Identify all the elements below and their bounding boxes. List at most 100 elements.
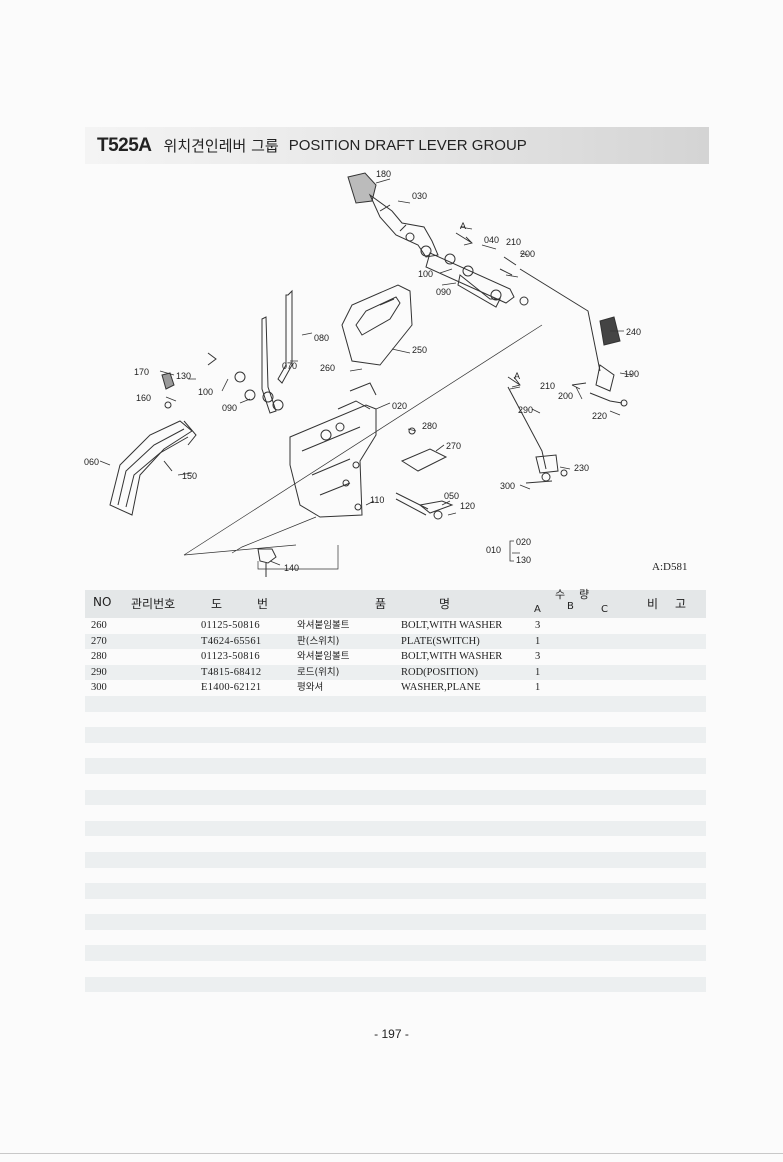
row-part-number: 01123-50816 <box>201 651 260 663</box>
header-qty-a: A <box>534 604 541 615</box>
header-mgmt-no: 관리번호 <box>131 597 176 611</box>
table-row: 300 E1400-62121 평와셔 WASHER,PLANE 1 <box>85 680 706 696</box>
callout-040: 040 <box>484 235 500 245</box>
callout-280: 280 <box>422 421 438 431</box>
callout-140: 140 <box>284 563 300 573</box>
callout-120: 120 <box>460 501 476 511</box>
parts-table-header: NO 관리번호 도 번 품 명 수 량 A B C 비 고 <box>85 588 706 618</box>
table-row: 270 T4624-65561 판(스위치) PLATE(SWITCH) 1 <box>85 633 706 650</box>
header-go: 고 <box>675 597 687 611</box>
callout-150: 150 <box>182 471 198 481</box>
callout-100-top: 100 <box>418 269 434 279</box>
callout-130-sub: 130 <box>516 555 532 565</box>
table-row-empty <box>85 805 706 821</box>
callout-200-mid: 200 <box>558 391 574 401</box>
row-no: 290 <box>91 666 107 678</box>
group-title-english: POSITION DRAFT LEVER GROUP <box>288 137 527 154</box>
section-header: T525A 위치견인레버 그룹 POSITION DRAFT LEVER GRO… <box>85 127 709 164</box>
callout-250: 250 <box>412 345 428 355</box>
table-row-empty <box>85 961 706 977</box>
callout-240: 240 <box>626 327 642 337</box>
table-row-empty <box>85 930 706 946</box>
callout-290: 290 <box>518 405 534 415</box>
callout-190: 190 <box>624 369 640 379</box>
row-name-korean: 평와셔 <box>297 682 324 694</box>
table-row-empty <box>85 758 706 774</box>
table-row: 260 01125-50816 와셔붙임볼트 BOLT,WITH WASHER … <box>85 618 706 634</box>
callout-180: 180 <box>376 169 392 179</box>
row-qty-a: 3 <box>535 620 541 631</box>
row-name-korean: 와셔붙임볼트 <box>297 651 350 663</box>
row-name-english: BOLT,WITH WASHER <box>401 651 503 663</box>
callout-200-top: 200 <box>520 249 536 259</box>
row-part-number: E1400-62121 <box>201 682 262 694</box>
header-do: 도 <box>211 597 223 611</box>
header-beon: 번 <box>257 597 269 611</box>
callout-060: 060 <box>84 457 100 467</box>
parts-table: NO 관리번호 도 번 품 명 수 량 A B C 비 고 260 01125-… <box>85 588 706 1008</box>
callout-260: 260 <box>320 363 336 373</box>
callout-110: 110 <box>370 495 385 505</box>
diagram-reference: A:D581 <box>652 561 688 573</box>
table-row-empty <box>85 914 706 930</box>
callout-100-mid: 100 <box>198 387 214 397</box>
table-row-empty <box>85 743 706 759</box>
callout-020-sub: 020 <box>516 537 532 547</box>
header-pum: 품 <box>375 597 387 611</box>
callout-210-mid: 210 <box>540 381 556 391</box>
header-no: NO <box>93 595 112 609</box>
row-name-english: PLATE(SWITCH) <box>401 635 480 647</box>
table-row-empty <box>85 712 706 728</box>
row-qty-a: 1 <box>535 666 541 678</box>
table-row-empty <box>85 899 706 915</box>
row-part-number: T4624-65561 <box>201 635 262 647</box>
header-myeong: 명 <box>439 597 451 611</box>
bottom-rule <box>0 1153 783 1154</box>
row-name-korean: 로드(위치) <box>297 666 340 678</box>
table-row-empty <box>85 695 706 712</box>
header-ryang: 량 <box>579 588 590 601</box>
header-qty-c: C <box>601 604 608 615</box>
callout-010: 010 <box>486 545 502 555</box>
row-qty-a: 3 <box>535 651 541 663</box>
callout-080: 080 <box>314 333 330 343</box>
callout-160: 160 <box>136 393 152 403</box>
row-part-number: T4815-68412 <box>201 666 262 678</box>
row-name-korean: 판(스위치) <box>297 635 340 647</box>
exploded-parts-diagram: 180 030 A 040 210 200 100 090 240 080 25… <box>80 165 700 585</box>
parts-table-body: 260 01125-50816 와셔붙임볼트 BOLT,WITH WASHER … <box>85 618 706 1008</box>
row-name-english: ROD(POSITION) <box>401 666 478 678</box>
callout-270: 270 <box>446 441 462 451</box>
callout-130-top: 130 <box>176 371 192 381</box>
table-row-empty <box>85 727 706 743</box>
group-code: T525A <box>97 134 152 156</box>
callout-090-mid: 090 <box>222 403 238 413</box>
callout-090-top: 090 <box>436 287 452 297</box>
header-qty-b: B <box>567 601 574 612</box>
callout-a-top: A <box>460 221 467 231</box>
row-qty-a: 1 <box>535 682 541 694</box>
callout-070: 070 <box>282 361 298 371</box>
table-row-empty <box>85 851 706 868</box>
callout-230: 230 <box>574 463 590 473</box>
row-name-korean: 와셔붙임볼트 <box>297 620 350 631</box>
row-no: 260 <box>91 620 107 631</box>
diagram-drawing <box>99 172 633 577</box>
row-no: 270 <box>91 635 107 647</box>
table-row-empty <box>85 868 706 884</box>
row-part-number: 01125-50816 <box>201 620 260 631</box>
row-no: 280 <box>91 651 107 663</box>
table-row: 280 01123-50816 와셔붙임볼트 BOLT,WITH WASHER … <box>85 649 706 665</box>
table-row-empty <box>85 789 706 806</box>
table-row-empty <box>85 836 706 852</box>
callout-a-mid: A <box>514 371 521 381</box>
callout-030: 030 <box>412 191 428 201</box>
table-row-empty <box>85 883 706 899</box>
header-su: 수 <box>555 588 566 601</box>
row-name-english: WASHER,PLANE <box>401 682 481 694</box>
row-no: 300 <box>91 682 107 694</box>
row-qty-a: 1 <box>535 635 541 647</box>
table-row-empty <box>85 945 706 962</box>
group-title-korean: 위치견인레버 그룹 <box>163 137 279 155</box>
callout-050: 050 <box>444 491 460 501</box>
